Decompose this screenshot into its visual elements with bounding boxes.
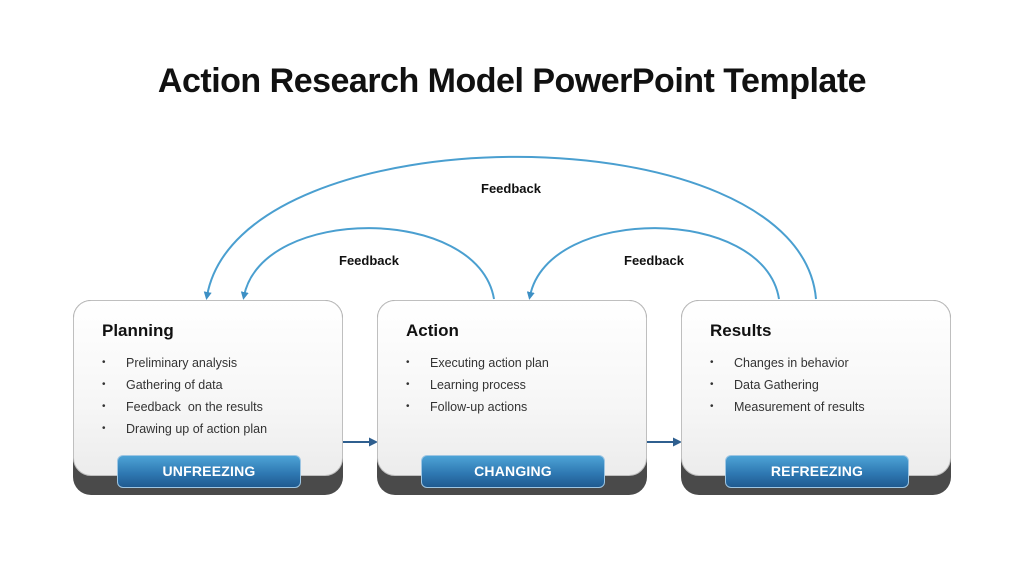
bullet-icon: • <box>406 379 410 390</box>
outer-feedback-arc <box>203 155 817 300</box>
list-item-text: Data Gathering <box>734 378 819 392</box>
list-item-text: Feedback on the results <box>126 400 263 414</box>
card-face: Results • Changes in behavior • Data Gathe… <box>681 300 951 488</box>
card-title: Results <box>710 321 772 340</box>
card-face: Action • Executing action plan • Learning … <box>377 300 647 488</box>
bullet-icon: • <box>710 401 714 412</box>
list-item-text: Learning process <box>430 378 526 392</box>
unfreezing-button[interactable]: UNFREEZING <box>117 455 301 488</box>
slide-title: Action Research Model PowerPoint Templat… <box>157 62 867 100</box>
list-item-text: Executing action plan <box>430 356 549 370</box>
list-item: • Preliminary analysis <box>102 352 267 374</box>
changing-button[interactable]: CHANGING <box>421 455 605 488</box>
bullet-list: • Changes in behavior • Data Gathering • Me… <box>710 352 865 418</box>
card-face: Planning • Preliminary analysis • Gatherin… <box>73 300 343 488</box>
list-item: • Follow-up actions <box>406 396 549 418</box>
list-item: • Data Gathering <box>710 374 865 396</box>
card-title: Action <box>406 321 459 340</box>
left-feedback-arc <box>240 227 495 300</box>
bullet-list: • Executing action plan • Learning process… <box>406 352 549 418</box>
results-card: Results • Changes in behavior • Data Gathe… <box>681 300 951 495</box>
list-item-text: Measurement of results <box>734 400 865 414</box>
action-card: Action • Executing action plan • Learning … <box>377 300 647 495</box>
planning-card: Planning • Preliminary analysis • Gatherin… <box>73 300 343 495</box>
bullet-list: • Preliminary analysis • Gathering of data… <box>102 352 267 440</box>
feedback-label-right: Feedback <box>624 253 684 268</box>
list-item-text: Follow-up actions <box>430 400 528 414</box>
bullet-icon: • <box>710 379 714 390</box>
list-item: • Feedback on the results <box>102 396 267 418</box>
list-item: • Executing action plan <box>406 352 549 374</box>
card-title: Planning <box>102 321 174 340</box>
feedback-label-left: Feedback <box>339 253 399 268</box>
list-item-text: Gathering of data <box>126 378 223 392</box>
list-item: • Measurement of results <box>710 396 865 418</box>
list-item: • Learning process <box>406 374 549 396</box>
bullet-icon: • <box>406 357 410 368</box>
list-item: • Drawing up of action plan <box>102 418 267 440</box>
bullet-icon: • <box>102 423 106 434</box>
feedback-label-outer: Feedback <box>481 181 541 196</box>
bullet-icon: • <box>102 379 106 390</box>
bullet-icon: • <box>102 401 106 412</box>
list-item: • Gathering of data <box>102 374 267 396</box>
right-feedback-arc <box>526 227 780 300</box>
list-item-text: Preliminary analysis <box>126 356 238 370</box>
list-item: • Changes in behavior <box>710 352 865 374</box>
bullet-icon: • <box>710 357 714 368</box>
bullet-icon: • <box>102 357 106 368</box>
bullet-icon: • <box>406 401 410 412</box>
list-item-text: Changes in behavior <box>734 356 849 370</box>
list-item-text: Drawing up of action plan <box>126 422 268 436</box>
refreezing-button[interactable]: REFREEZING <box>725 455 909 488</box>
